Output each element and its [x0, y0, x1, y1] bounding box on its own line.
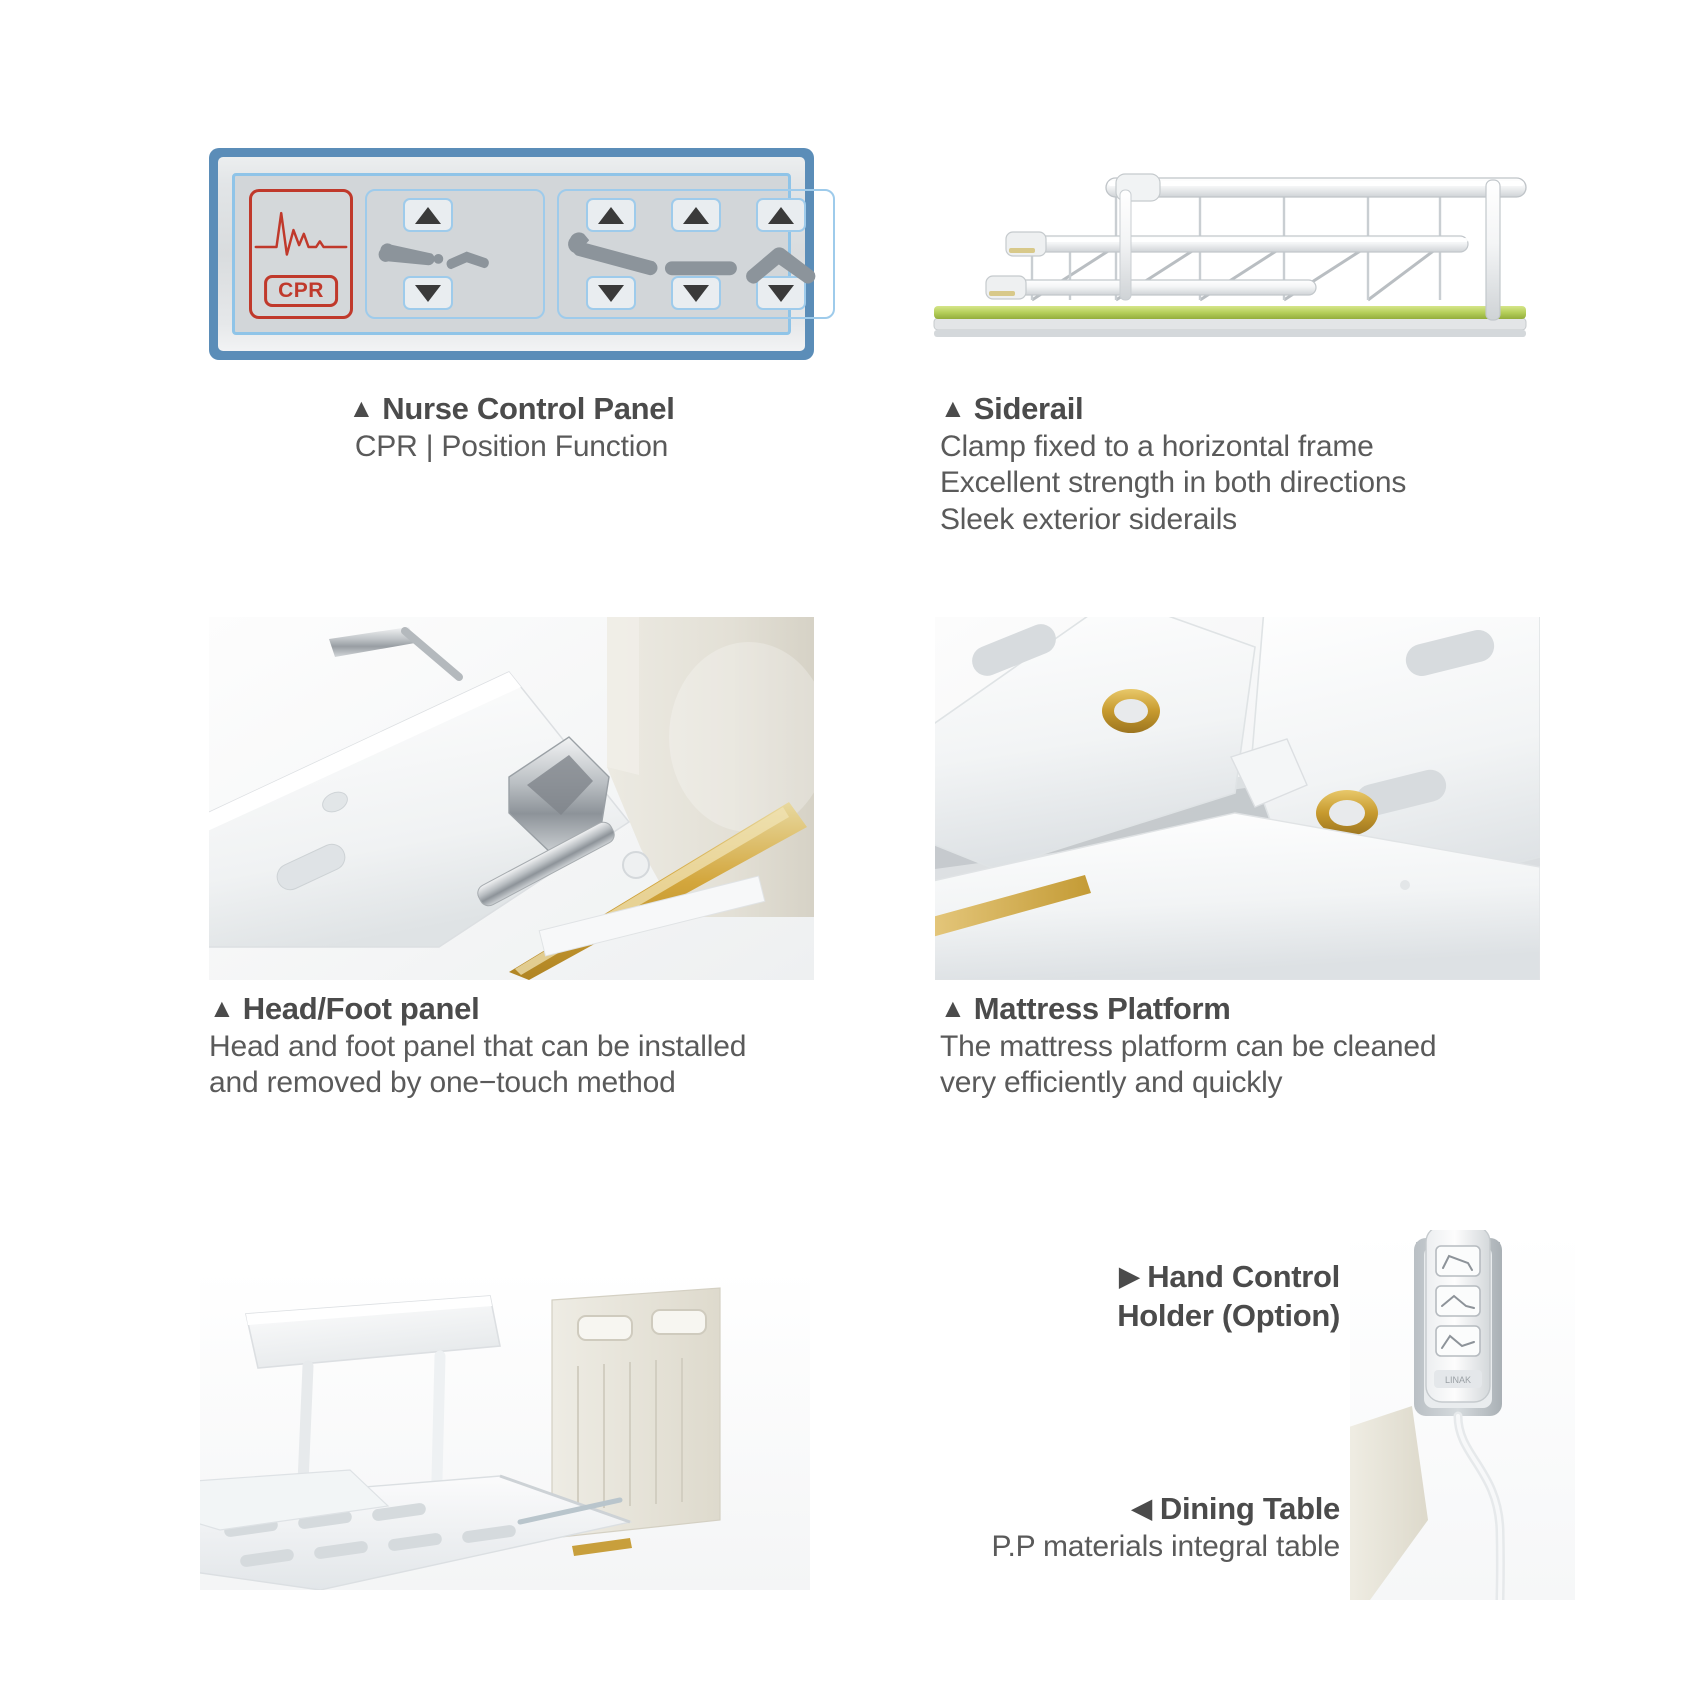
triangle-up-marker-icon: ▲	[940, 993, 966, 1023]
mattress-platform-title-text: Mattress Platform	[973, 991, 1231, 1026]
hand-control-holder-title-line-1: ▶ Hand Control	[880, 1258, 1340, 1297]
linak-brand-label: LINAK	[1445, 1375, 1471, 1385]
height-down-button[interactable]	[403, 276, 453, 310]
siderail-illustration	[933, 173, 1527, 337]
siderail-desc-line-1: Clamp fixed to a horizontal frame	[940, 429, 1374, 463]
dining-table-photo	[200, 1270, 810, 1590]
dining-table-title: ◀ Dining Table	[760, 1490, 1340, 1529]
triangle-up-icon	[767, 206, 794, 224]
triangle-up-icon	[598, 206, 625, 224]
siderail-caption: ▲ Siderail Clamp fixed to a horizontal f…	[940, 390, 1580, 539]
kneerest-up-button[interactable]	[670, 198, 721, 232]
hand-control-holder-title-line-2: Holder (Option)	[880, 1297, 1340, 1336]
position-function-group	[557, 189, 835, 319]
cpr-button[interactable]: CPR	[249, 189, 353, 319]
mattress-platform-caption: ▲ Mattress Platform The mattress platfor…	[940, 990, 1580, 1102]
control-panel-face: CPR	[218, 157, 835, 351]
head-foot-panel-desc-line-2: and removed by one−touch method	[209, 1066, 676, 1100]
height-adjust-group	[365, 189, 545, 319]
nurse-control-panel-title: ▲ Nurse Control Panel	[209, 390, 814, 429]
control-panel-keypad: CPR	[232, 173, 835, 335]
mattress-platform-illustration	[935, 617, 1540, 980]
dining-table-title-text: Dining Table	[1159, 1491, 1340, 1526]
triangle-down-icon	[415, 284, 441, 302]
hand-control-holder-photo: LINAK	[1350, 1230, 1575, 1600]
kneerest-down-button[interactable]	[670, 276, 721, 310]
triangle-up-icon	[682, 206, 709, 224]
nurse-control-panel-caption: ▲ Nurse Control Panel CPR | Position Fun…	[209, 390, 814, 465]
siderail-title: ▲ Siderail	[940, 390, 1580, 429]
triangle-up-marker-icon: ▲	[940, 393, 966, 423]
mattress-platform-photo	[935, 617, 1540, 980]
siderail-desc-line-3: Sleek exterior siderails	[940, 502, 1237, 536]
nurse-control-panel-desc-line-1: CPR | Position Function	[354, 429, 669, 463]
cpr-label: CPR	[264, 275, 338, 307]
control-panel-bezel: CPR	[209, 148, 835, 360]
triangle-down-icon	[682, 284, 709, 302]
nurse-control-panel-image: CPR	[209, 148, 835, 360]
trendelenburg-up-button[interactable]	[755, 198, 806, 232]
siderail-title-text: Siderail	[973, 391, 1084, 426]
triangle-up-marker-icon: ▲	[348, 393, 374, 423]
head-foot-panel-caption: ▲ Head/Foot panel Head and foot panel th…	[209, 990, 829, 1102]
head-foot-panel-illustration	[209, 617, 814, 980]
triangle-down-icon	[767, 284, 794, 302]
trendelenburg-arrow-column	[755, 198, 806, 310]
triangle-left-marker-icon: ◀	[1131, 1493, 1152, 1523]
head-foot-panel-desc-line-1: Head and foot panel that can be installe…	[209, 1029, 747, 1063]
head-foot-panel-title: ▲ Head/Foot panel	[209, 990, 829, 1029]
bed-height-icon	[378, 243, 489, 270]
triangle-up-icon	[415, 206, 441, 224]
ecg-waveform-icon	[254, 211, 348, 256]
mattress-platform-desc-line-1: The mattress platform can be cleaned	[940, 1029, 1437, 1063]
mattress-platform-title: ▲ Mattress Platform	[940, 990, 1580, 1029]
head-foot-panel-photo	[209, 617, 814, 980]
height-arrow-column	[403, 198, 453, 310]
dining-table-desc-line-1: P.P materials integral table	[991, 1529, 1341, 1563]
hand-control-illustration: LINAK	[1350, 1230, 1575, 1600]
triangle-down-icon	[598, 284, 625, 302]
kneerest-arrow-column	[670, 198, 721, 310]
hand-control-holder-title-text-1: Hand Control	[1147, 1259, 1340, 1294]
mattress-platform-desc-line-2: very efficiently and quickly	[940, 1066, 1283, 1100]
backrest-down-button[interactable]	[586, 276, 637, 310]
hand-control-holder-caption: ▶ Hand Control Holder (Option)	[880, 1258, 1340, 1336]
height-up-button[interactable]	[403, 198, 453, 232]
dining-table-caption: ◀ Dining Table P.P materials integral ta…	[760, 1490, 1341, 1565]
siderail-image	[920, 150, 1540, 355]
nurse-control-panel-title-text: Nurse Control Panel	[382, 391, 675, 426]
triangle-up-marker-icon: ▲	[209, 993, 235, 1023]
dining-table-illustration	[200, 1270, 810, 1590]
hand-control-holder-title-text-2: Holder (Option)	[1117, 1297, 1340, 1333]
siderail-desc-line-2: Excellent strength in both directions	[940, 466, 1407, 500]
head-foot-panel-title-text: Head/Foot panel	[242, 991, 480, 1026]
triangle-right-marker-icon: ▶	[1119, 1261, 1139, 1291]
backrest-arrow-column	[586, 198, 637, 310]
backrest-up-button[interactable]	[586, 198, 637, 232]
trendelenburg-down-button[interactable]	[755, 276, 806, 310]
